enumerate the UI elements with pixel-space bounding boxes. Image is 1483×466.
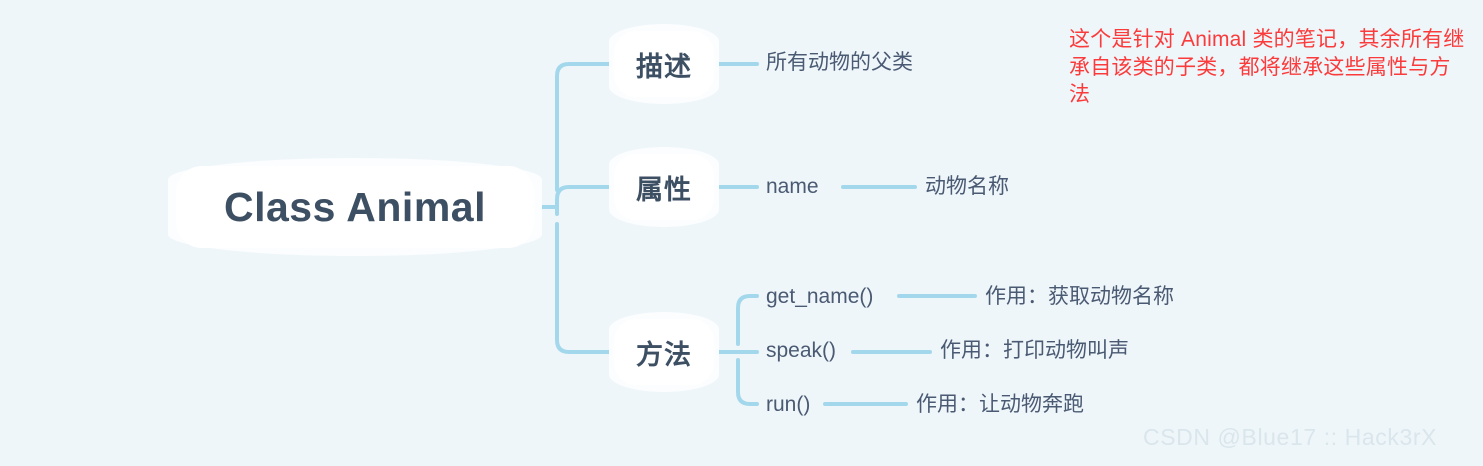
branch-node-description[interactable]: 描述 <box>609 24 719 104</box>
leaf-description-text[interactable]: 所有动物的父类 <box>766 51 913 74</box>
root-node[interactable]: Class Animal <box>168 158 542 256</box>
watermark: CSDN @Blue17 :: Hack3rX <box>1143 424 1438 450</box>
leaf-method-get-name[interactable]: get_name() <box>766 285 874 308</box>
branch-node-attributes[interactable]: 属性 <box>609 147 719 227</box>
leaf-method-get-name-description[interactable]: 作用：获取动物名称 <box>985 285 1174 308</box>
connector-root-to-attr <box>555 185 611 216</box>
root-node-plate <box>176 166 534 248</box>
connector-method-to-run <box>736 358 759 406</box>
branch-node-plate <box>614 154 714 220</box>
connector-method-to-getname <box>736 294 759 346</box>
leaf-attribute-description[interactable]: 动物名称 <box>925 175 1009 198</box>
branch-node-plate <box>614 319 714 385</box>
leaf-method-speak[interactable]: speak() <box>766 339 837 362</box>
connector-root-to-desc <box>555 62 611 192</box>
leaf-method-run-description[interactable]: 作用：让动物奔跑 <box>916 393 1084 416</box>
connector-root-to-method <box>555 222 611 354</box>
branch-node-label: 方法 <box>636 339 692 370</box>
branch-node-methods[interactable]: 方法 <box>609 312 719 392</box>
leaf-attribute-name[interactable]: name <box>766 175 819 198</box>
annotation-note: 这个是针对 Animal 类的笔记，其余所有继承自该类的子类，都将继承这些属性与… <box>1069 28 1465 107</box>
root-node-label: Class Animal <box>224 183 486 230</box>
leaf-method-speak-description[interactable]: 作用：打印动物叫声 <box>940 339 1129 362</box>
branch-node-label: 描述 <box>636 51 692 82</box>
branch-node-label: 属性 <box>636 174 692 205</box>
branch-node-plate <box>614 31 714 97</box>
leaf-method-run[interactable]: run() <box>766 393 811 416</box>
